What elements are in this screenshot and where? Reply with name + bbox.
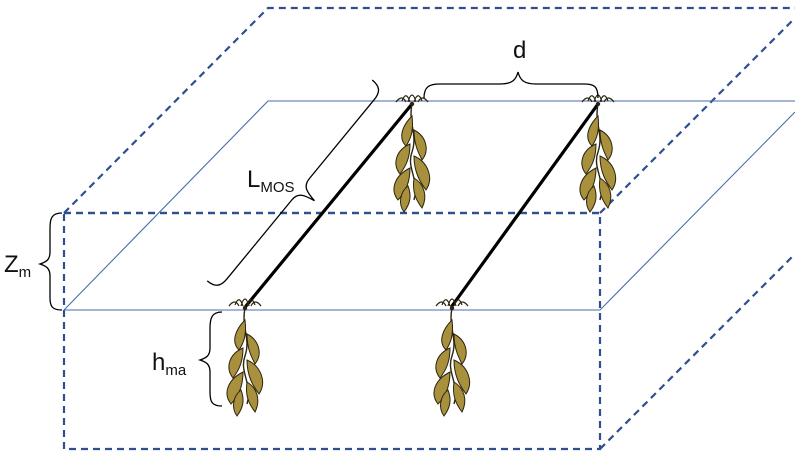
- label-h-ma: hma: [152, 349, 187, 379]
- kelp-icon-back-left: [393, 94, 431, 213]
- plane-back-edges: [63, 100, 795, 311]
- label-l-mos: LMOS: [247, 166, 295, 196]
- rope-line-right: [450, 102, 600, 308]
- outer-box: [62, 6, 795, 451]
- rope-line-left: [244, 102, 414, 308]
- plane-right-edge: [599, 111, 795, 311]
- brace-d: [423, 71, 599, 99]
- brace-h-ma: [197, 311, 223, 407]
- kelp-icon-front-left: [226, 298, 264, 417]
- label-z-m: Zm: [4, 251, 31, 281]
- box-top-back-edges: [63, 6, 795, 214]
- kelp-icon-front-right: [433, 298, 471, 417]
- brace-l-mos: [206, 79, 380, 286]
- brace-z-m: [37, 212, 63, 311]
- box-top-right-edge: [599, 17, 795, 214]
- farm-plane: [63, 100, 795, 311]
- label-d: d: [513, 37, 526, 64]
- box-front-face: [62, 211, 602, 451]
- kelp-icon-back-right: [579, 94, 617, 213]
- box-bottom-right-edge: [599, 253, 795, 450]
